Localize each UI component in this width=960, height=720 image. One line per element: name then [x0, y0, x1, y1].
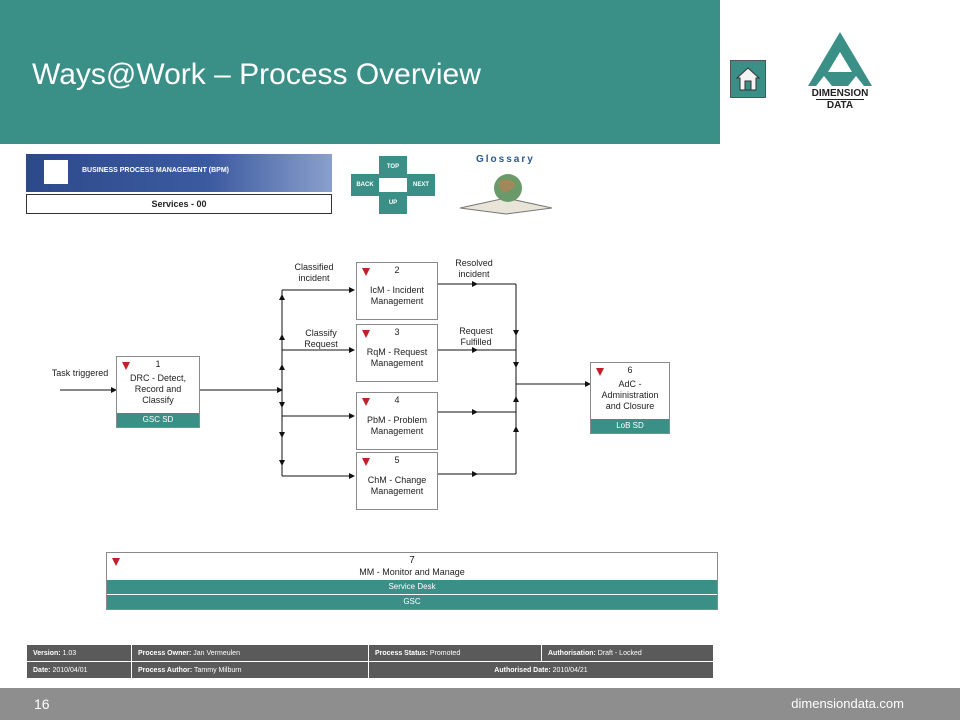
version-key: Version: — [33, 649, 61, 657]
owner-key: Process Owner: — [138, 649, 192, 657]
box-label: AdC - Administration and Closure — [601, 379, 659, 411]
site-link[interactable]: dimensiondata.com — [791, 696, 904, 711]
box-number: 6 — [627, 365, 633, 375]
header-bar: Ways@Work – Process Overview — [0, 0, 720, 144]
box-label: ChM - Change Management — [367, 475, 427, 496]
process-info-table: Version: 1.03 Process Owner: Jan Vermeul… — [26, 644, 714, 679]
authorisation-value: Draft - Locked — [597, 649, 642, 657]
box-number: 4 — [394, 395, 400, 405]
process-box-adc[interactable]: 6 AdC - Administration and Closure LoB S… — [590, 362, 670, 434]
dimension-data-logo: DIMENSION DATA — [800, 30, 880, 120]
box-number: 3 — [394, 327, 400, 337]
red-down-arrow-icon — [362, 268, 370, 276]
box-footer: LoB SD — [591, 419, 669, 433]
box-label: PbM - Problem Management — [366, 415, 428, 436]
status-value: Promoted — [429, 649, 461, 657]
table-row: Version: 1.03 Process Owner: Jan Vermeul… — [26, 644, 714, 662]
home-icon — [735, 67, 761, 91]
services-label: Services - 00 — [26, 194, 332, 214]
bpm-banner[interactable]: BUSINESS PROCESS MANAGEMENT (BPM) — [26, 154, 332, 192]
authorised-date-value: 2010/04/21 — [552, 666, 588, 674]
mm-row-gsc: GSC — [107, 595, 717, 609]
process-box-mm[interactable]: 7 MM - Monitor and Manage Service Desk G… — [106, 552, 718, 610]
footer-bar: 16 dimensiondata.com — [0, 688, 960, 720]
logo-text-line1: DIMENSION — [811, 88, 869, 99]
version-value: 1.03 — [62, 649, 77, 657]
glossary-button[interactable]: Glossary — [456, 154, 556, 218]
label-classify-request: Classify Request — [304, 328, 338, 349]
nav-up-button[interactable]: UP — [379, 192, 407, 214]
logo-triangle-icon — [808, 32, 872, 86]
red-down-arrow-icon — [362, 458, 370, 466]
book-globe-icon — [459, 174, 553, 215]
mm-label: MM - Monitor and Manage — [359, 567, 465, 577]
label-classified-incident: Classified incident — [294, 262, 334, 283]
table-row: Date: 2010/04/01 Process Author: Tammy M… — [26, 661, 714, 679]
home-button[interactable] — [730, 60, 766, 98]
process-box-pbm[interactable]: 4 PbM - Problem Management — [356, 392, 438, 450]
date-key: Date: — [33, 666, 51, 674]
label-request-fulfilled: Request Fulfilled — [459, 326, 493, 347]
box-number: 1 — [155, 359, 161, 369]
bpm-logo-icon — [44, 160, 68, 184]
label-task-triggered: Task triggered — [51, 368, 109, 378]
logo-text-line2: DATA — [816, 99, 864, 111]
red-down-arrow-icon — [122, 362, 130, 370]
box-label: RqM - Request Management — [366, 347, 428, 368]
page-title: Ways@Work – Process Overview — [32, 58, 481, 91]
red-down-arrow-icon — [362, 398, 370, 406]
mm-number: 7 — [409, 555, 415, 566]
mm-row-service-desk: Service Desk — [107, 580, 717, 594]
process-box-icm[interactable]: 2 IcM - Incident Management — [356, 262, 438, 320]
author-value: Tammy Milburn — [194, 666, 242, 674]
status-key: Process Status: — [375, 649, 428, 657]
nav-next-button[interactable]: NEXT — [407, 174, 435, 196]
bpm-banner-text: BUSINESS PROCESS MANAGEMENT (BPM) — [82, 167, 230, 174]
glossary-label: Glossary — [476, 154, 535, 165]
authorised-date-key: Authorised Date: — [494, 666, 551, 674]
nav-back-button[interactable]: BACK — [351, 174, 379, 196]
red-down-arrow-icon — [362, 330, 370, 338]
label-resolved-incident: Resolved incident — [455, 258, 493, 279]
process-box-chm[interactable]: 5 ChM - Change Management — [356, 452, 438, 510]
box-number: 2 — [394, 265, 400, 275]
date-value: 2010/04/01 — [52, 666, 88, 674]
red-down-arrow-icon — [596, 368, 604, 376]
page-number: 16 — [34, 696, 50, 712]
authorisation-key: Authorisation: — [548, 649, 596, 657]
box-number: 5 — [394, 455, 400, 465]
red-down-arrow-icon — [112, 558, 120, 566]
author-key: Process Author: — [138, 666, 193, 674]
box-label: IcM - Incident Management — [369, 285, 425, 306]
process-box-drc[interactable]: 1 DRC - Detect, Record and Classify GSC … — [116, 356, 200, 428]
owner-value: Jan Vermeulen — [193, 649, 240, 657]
nav-top-button[interactable]: TOP — [379, 156, 407, 178]
box-footer: GSC SD — [117, 413, 199, 427]
box-label: DRC - Detect, Record and Classify — [129, 373, 186, 405]
process-box-rqm[interactable]: 3 RqM - Request Management — [356, 324, 438, 382]
